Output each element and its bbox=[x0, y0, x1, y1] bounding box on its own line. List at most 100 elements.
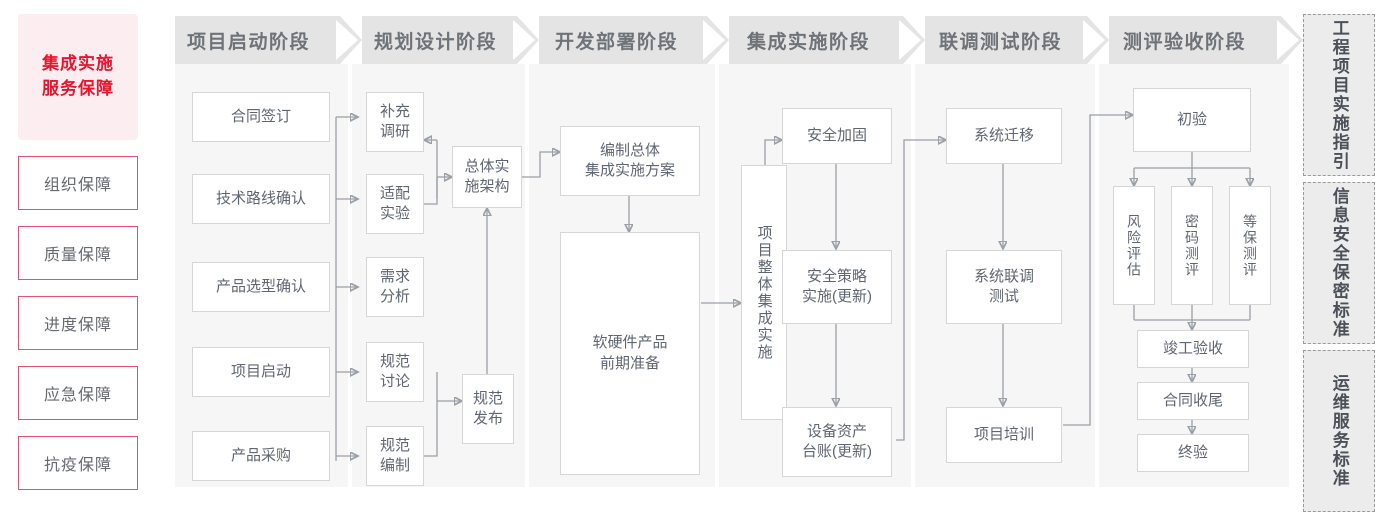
node-system-migration[interactable]: 系统迁移 bbox=[946, 108, 1062, 164]
phase-header-5[interactable]: 联调测试阶段 bbox=[911, 16, 1123, 64]
node-label-line2: 讨论 bbox=[379, 373, 410, 390]
sidebar-item-label: 组织保障 bbox=[43, 177, 112, 194]
node-label-line1: 规范 bbox=[379, 352, 410, 370]
node-label: 终验 bbox=[1177, 443, 1208, 461]
node-adaptation-experiment[interactable]: 适配 实验 bbox=[366, 174, 424, 234]
node-label-line2: 施架构 bbox=[464, 178, 510, 195]
right-sidebar-label: 工程项目实施指引 bbox=[1329, 19, 1349, 171]
node-draft-overall-integration-plan[interactable]: 编制总体 集成实施方案 bbox=[560, 126, 700, 196]
node-supplementary-research[interactable]: 补充 调研 bbox=[366, 92, 424, 152]
node-label-line2: 分析 bbox=[379, 288, 410, 305]
sidebar-item-quality[interactable]: 质量保障 bbox=[18, 226, 138, 280]
node-project-kickoff[interactable]: 项目启动 bbox=[192, 347, 330, 397]
node-system-joint-debug-test[interactable]: 系统联调 测试 bbox=[946, 250, 1062, 324]
node-label-line2: 测试 bbox=[988, 288, 1019, 305]
node-label: 初验 bbox=[1176, 110, 1207, 128]
node-label-line1: 规范 bbox=[379, 436, 410, 454]
node-label: 产品采购 bbox=[230, 446, 291, 464]
phase-header-4[interactable]: 集成实施阶段 bbox=[715, 16, 943, 64]
node-label: 风险评估 bbox=[1126, 213, 1143, 278]
sidebar-item-emergency[interactable]: 应急保障 bbox=[18, 366, 138, 420]
phase-header-label: 规划设计阶段 bbox=[374, 31, 498, 53]
node-risk-assessment[interactable]: 风险评估 bbox=[1113, 186, 1155, 305]
left-sidebar-title-line2: 服务保障 bbox=[42, 79, 114, 98]
node-label-line1: 总体实 bbox=[464, 157, 510, 175]
node-tech-route-confirm[interactable]: 技术路线确认 bbox=[192, 174, 330, 224]
node-label-line2: 实验 bbox=[379, 205, 410, 222]
node-project-training[interactable]: 项目培训 bbox=[946, 407, 1062, 463]
node-asset-ledger-update[interactable]: 设备资产 台账(更新) bbox=[782, 407, 892, 477]
node-label-line2: 编制 bbox=[379, 457, 410, 474]
node-label-line2: 集成实施方案 bbox=[584, 162, 675, 179]
phase-header-2[interactable]: 规划设计阶段 bbox=[348, 16, 551, 64]
node-label: 密码测评 bbox=[1184, 213, 1201, 278]
phase-header-1[interactable]: 项目启动阶段 bbox=[175, 16, 360, 64]
phase-header-label: 集成实施阶段 bbox=[747, 31, 871, 53]
node-label: 项目培训 bbox=[973, 425, 1034, 443]
right-sidebar-item-infosec-standard[interactable]: 信息安全保密标准 bbox=[1303, 182, 1375, 344]
phase-header-3[interactable]: 开发部署阶段 bbox=[525, 16, 745, 64]
node-spec-release[interactable]: 规范 发布 bbox=[462, 374, 514, 444]
node-label: 项目启动 bbox=[230, 362, 291, 380]
phase-header-label: 开发部署阶段 bbox=[555, 31, 679, 53]
right-sidebar-item-engineering-guideline[interactable]: 工程项目实施指引 bbox=[1303, 14, 1375, 176]
node-label-line1: 需求 bbox=[379, 267, 410, 285]
node-label: 系统迁移 bbox=[973, 126, 1034, 144]
sidebar-item-label: 抗疫保障 bbox=[43, 457, 112, 474]
node-requirement-analysis[interactable]: 需求 分析 bbox=[366, 257, 424, 317]
sidebar-item-organization[interactable]: 组织保障 bbox=[18, 156, 138, 210]
right-sidebar-label: 信息安全保密标准 bbox=[1329, 187, 1349, 339]
node-label: 安全加固 bbox=[806, 126, 867, 144]
node-product-procurement[interactable]: 产品采购 bbox=[192, 431, 330, 481]
node-label: 竣工验收 bbox=[1162, 339, 1223, 357]
node-label: 合同签订 bbox=[230, 107, 291, 125]
node-label-line2: 台账(更新) bbox=[802, 443, 872, 460]
node-security-hardening[interactable]: 安全加固 bbox=[782, 108, 892, 164]
node-contract-closure[interactable]: 合同收尾 bbox=[1137, 382, 1249, 420]
phase-header-6[interactable]: 测评验收阶段 bbox=[1095, 16, 1317, 64]
node-label-line1: 规范 bbox=[472, 389, 503, 407]
sidebar-item-epidemic[interactable]: 抗疫保障 bbox=[18, 436, 138, 490]
right-sidebar-label: 运维服务标准 bbox=[1329, 374, 1349, 488]
sidebar-item-schedule[interactable]: 进度保障 bbox=[18, 296, 138, 350]
node-label-line1: 系统联调 bbox=[973, 267, 1034, 285]
node-spec-discussion[interactable]: 规范 讨论 bbox=[366, 342, 424, 402]
sidebar-item-label: 质量保障 bbox=[43, 247, 112, 264]
sidebar-item-label: 应急保障 bbox=[43, 387, 112, 404]
node-label-line2: 调研 bbox=[379, 123, 410, 140]
phase-header-label: 联调测试阶段 bbox=[939, 31, 1063, 53]
node-label-line2: 实施(更新) bbox=[802, 288, 872, 305]
left-sidebar-title-line1: 集成实施 bbox=[42, 54, 114, 74]
left-sidebar: 集成实施 服务保障 组织保障 质量保障 进度保障 应急保障 抗疫保障 bbox=[18, 14, 138, 490]
node-product-selection-confirm[interactable]: 产品选型确认 bbox=[192, 262, 330, 312]
node-label-line1: 补充 bbox=[379, 102, 410, 120]
node-cryptography-evaluation[interactable]: 密码测评 bbox=[1171, 186, 1213, 305]
left-sidebar-title: 集成实施 服务保障 bbox=[18, 14, 138, 140]
node-label: 项目整体集成实施 bbox=[755, 224, 773, 361]
node-security-policy-implementation[interactable]: 安全策略 实施(更新) bbox=[782, 250, 892, 324]
node-label-line1: 软硬件产品 bbox=[592, 334, 668, 352]
node-preliminary-acceptance[interactable]: 初验 bbox=[1133, 88, 1251, 152]
node-label-line2: 前期准备 bbox=[599, 354, 660, 372]
node-label-line1: 设备资产 bbox=[806, 422, 867, 440]
node-mlps-evaluation[interactable]: 等保测评 bbox=[1229, 186, 1271, 305]
node-hardware-software-preparation[interactable]: 软硬件产品 前期准备 bbox=[560, 232, 700, 475]
node-label: 技术路线确认 bbox=[215, 189, 306, 207]
node-label: 产品选型确认 bbox=[215, 277, 306, 295]
node-completion-acceptance[interactable]: 竣工验收 bbox=[1137, 330, 1249, 368]
node-spec-drafting[interactable]: 规范 编制 bbox=[366, 426, 424, 486]
phase-header-label: 测评验收阶段 bbox=[1123, 31, 1247, 53]
node-contract-signing[interactable]: 合同签订 bbox=[192, 92, 330, 142]
node-overall-project-integration[interactable]: 项目整体集成实施 bbox=[741, 165, 787, 420]
node-final-acceptance[interactable]: 终验 bbox=[1137, 434, 1249, 472]
node-label-line1: 适配 bbox=[379, 184, 410, 202]
phase-header-label: 项目启动阶段 bbox=[187, 31, 311, 53]
node-label-line1: 安全策略 bbox=[806, 267, 867, 285]
node-label: 等保测评 bbox=[1242, 213, 1259, 278]
node-label-line1: 编制总体 bbox=[599, 141, 660, 159]
node-overall-implementation-architecture[interactable]: 总体实 施架构 bbox=[452, 146, 522, 208]
node-label-line2: 发布 bbox=[472, 410, 503, 427]
node-label: 合同收尾 bbox=[1162, 391, 1223, 409]
sidebar-item-label: 进度保障 bbox=[43, 317, 112, 334]
right-sidebar-item-ops-service-standard[interactable]: 运维服务标准 bbox=[1303, 350, 1375, 512]
